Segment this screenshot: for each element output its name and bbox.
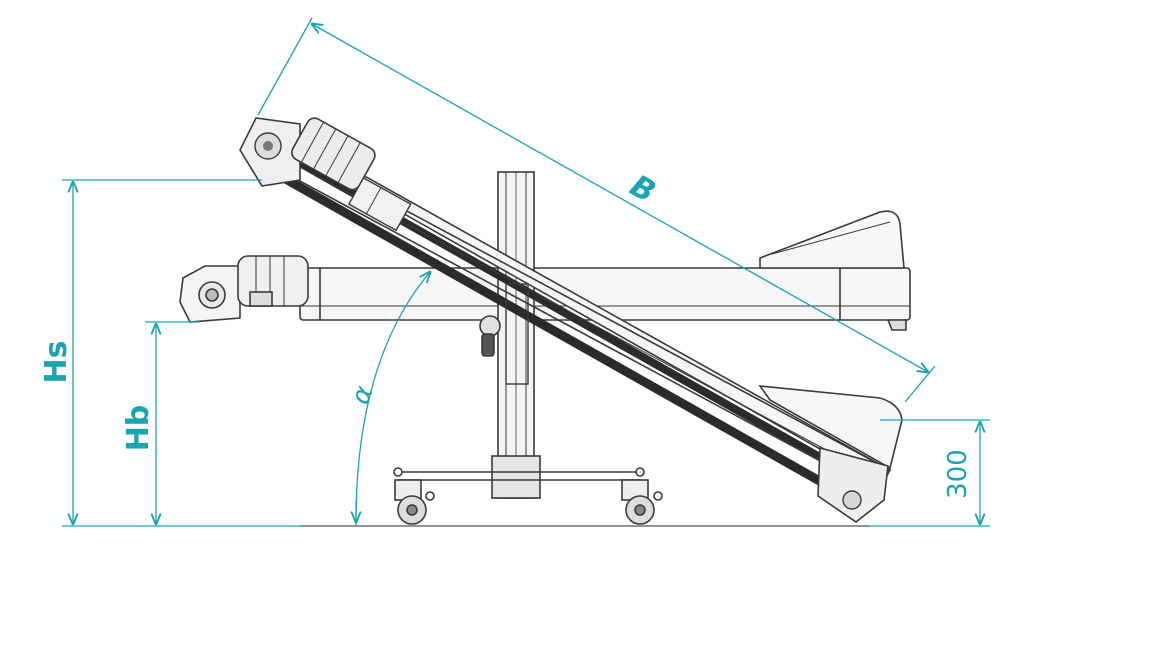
support-mast — [479, 171, 541, 499]
dimension-b-line — [312, 24, 928, 372]
label-angle: α — [345, 382, 379, 408]
label-hs: Hs — [39, 341, 74, 384]
angle-arc — [356, 272, 430, 522]
label-300: 300 — [943, 449, 973, 499]
label-hb: Hb — [121, 405, 156, 452]
dimensions — [62, 17, 990, 527]
